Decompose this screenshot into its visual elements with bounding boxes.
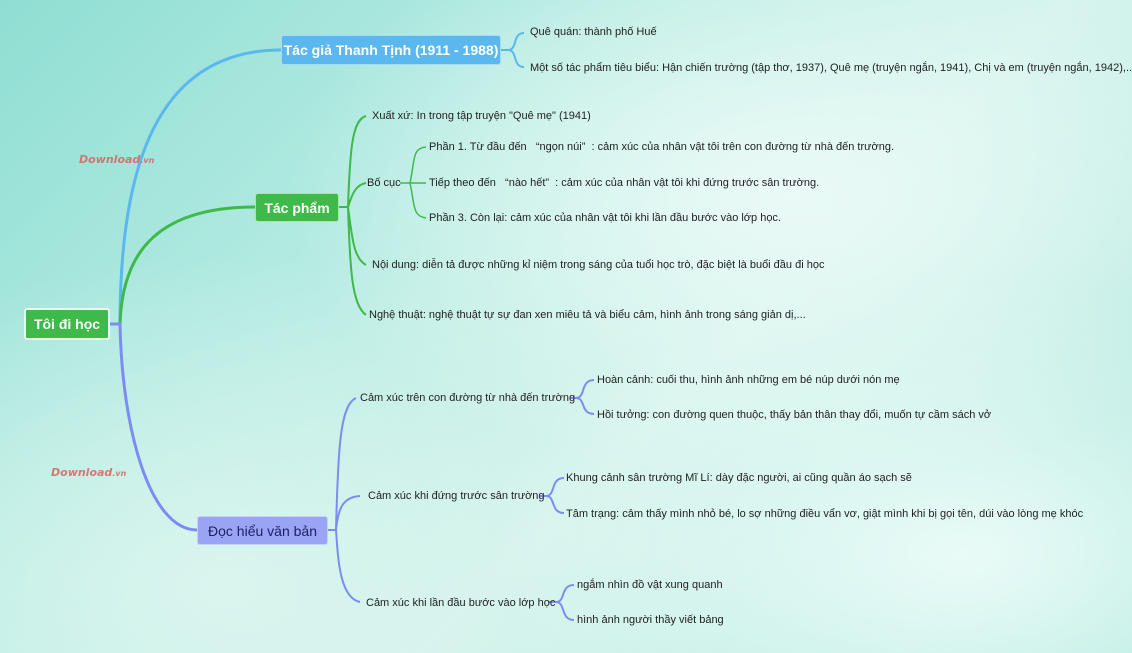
watermark-top: Download.vn (79, 153, 155, 166)
author-hometown: Quê quán: thành phố Huế (530, 26, 657, 38)
work-origin: Xuất xứ: In trong tập truyện "Quê mẹ" (1… (372, 110, 591, 122)
road-brace (570, 379, 595, 415)
work-node[interactable]: Tác phẩm (255, 193, 339, 222)
work-art: Nghệ thuật: nghệ thuật tự sự đan xen miê… (369, 309, 806, 321)
yard-brace (540, 477, 565, 514)
author-node[interactable]: Tác giả Thanh Tịnh (1911 - 1988) (281, 35, 501, 65)
author-works: Một số tác phẩm tiêu biểu: Hận chiến trư… (530, 62, 1132, 74)
author-brace (501, 32, 525, 68)
root-node[interactable]: Tôi đi học (24, 308, 110, 340)
structure-part-2: Tiếp theo đến “nào hết” : cảm xúc của nh… (429, 177, 820, 189)
structure-part-3: Phần 3. Còn lại: cảm xúc của nhân vật tô… (429, 212, 781, 224)
road-item-1: Hoàn cảnh: cuối thu, hình ảnh những em b… (597, 374, 900, 386)
class-item-2: hình ảnh người thầy viết bảng (577, 614, 724, 626)
reading-node[interactable]: Đọc hiểu văn bản (197, 516, 328, 545)
work-fan (339, 115, 367, 316)
road-label: Cảm xúc trên con đường từ nhà đến trường (360, 392, 576, 404)
class-brace (548, 584, 575, 621)
road-item-2: Hồi tưởng: con đường quen thuộc, thấy bả… (597, 409, 992, 421)
link-reading (110, 322, 198, 532)
work-content: Nội dung: diễn tả được những kỉ niệm tro… (372, 259, 825, 271)
class-item-1: ngắm nhìn đồ vật xung quanh (577, 579, 723, 591)
class-label: Cảm xúc khi lần đầu bước vào lớp học (366, 597, 556, 609)
structure-part-1: Phần 1. Từ đầu đến “ngọn núi” : cảm xúc … (429, 141, 895, 153)
watermark-bottom: Download.vn (51, 466, 127, 479)
yard-item-1: Khung cảnh sân trường Mĩ Lí: dày đặc ngư… (566, 472, 912, 484)
link-work (110, 205, 256, 326)
structure-label: Bố cục (367, 177, 401, 189)
yard-label: Cảm xúc khi đứng trước sân trường (368, 490, 545, 502)
link-author (110, 48, 282, 326)
yard-item-2: Tâm trạng: cảm thấy mình nhỏ bé, lo sợ n… (566, 508, 1084, 520)
reading-fan (328, 397, 361, 603)
structure-brace (400, 146, 427, 219)
